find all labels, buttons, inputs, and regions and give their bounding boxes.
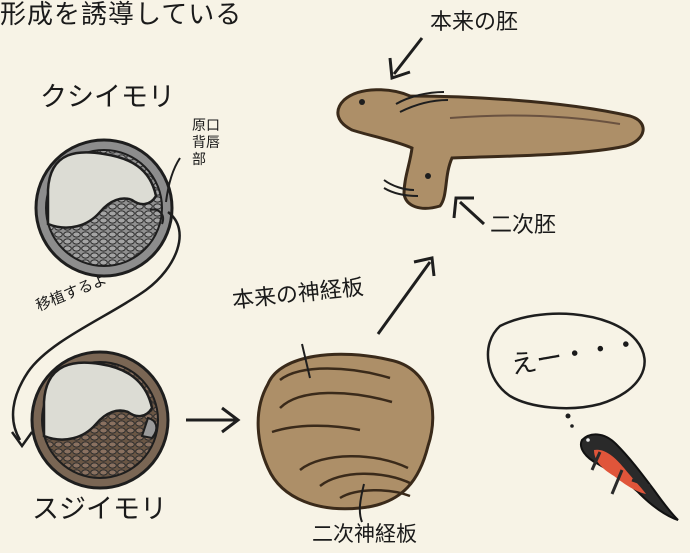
secondary-embryo-arrow xyxy=(452,196,486,226)
host-species-label: スジイモリ xyxy=(32,494,167,525)
orig-embryo-arrow xyxy=(388,37,424,81)
neurula xyxy=(256,352,435,511)
arrow-to-tailbud xyxy=(376,256,436,335)
transplant-arrowhead xyxy=(10,431,34,449)
secondary-embryo-label: 二次胚 xyxy=(490,213,557,238)
speech-bubble xyxy=(486,312,646,428)
page-title: 形成を誘導している xyxy=(0,0,243,30)
organizer-label: 原口背唇部 xyxy=(192,118,220,168)
transplant-path xyxy=(11,211,181,441)
donor-species-label: クシイモリ xyxy=(40,82,175,113)
twin-embryo xyxy=(336,88,645,210)
newt-illustration xyxy=(580,433,679,521)
arrow-to-neurula xyxy=(186,406,241,434)
original-embryo-label: 本来の胚 xyxy=(430,10,519,35)
orig-neural-pointer xyxy=(301,343,311,379)
secondary-neural-plate-label: 二次神経板 xyxy=(312,522,417,546)
host-embryo xyxy=(30,350,170,490)
donor-embryo xyxy=(34,138,174,278)
secondary-neural-pointer xyxy=(358,483,365,523)
organizer-pointer xyxy=(165,157,181,203)
